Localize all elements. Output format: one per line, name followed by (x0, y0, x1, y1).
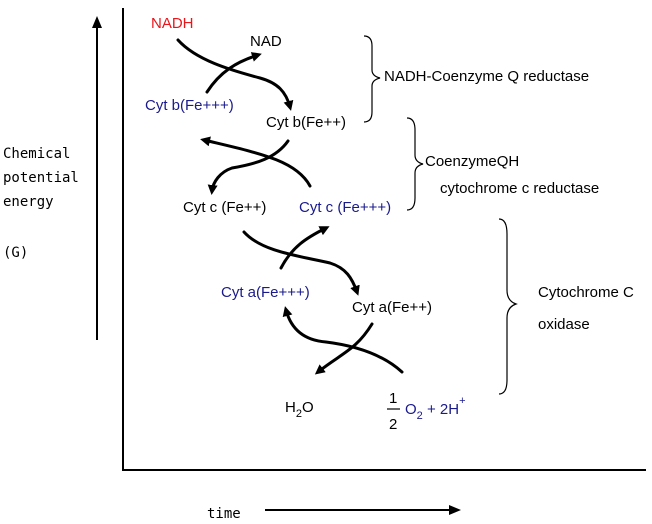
arrow-cytb-to-cytc (207, 139, 290, 195)
brace-complex4 (498, 218, 518, 395)
complex3-label-line1: CoenzymeQH (425, 153, 519, 170)
nad-label: NAD (250, 33, 282, 50)
arrow-oxygen-to-cyta (282, 306, 404, 374)
cyt-b-reduced-label: Cyt b(Fe++) (266, 114, 346, 131)
plot-frame (122, 8, 646, 471)
brace-complex1 (363, 35, 381, 123)
y-axis-unit: (G) (3, 245, 28, 261)
cyt-a-reduced-label: Cyt a(Fe++) (352, 299, 432, 316)
oxygen-formula: O2 + 2H+ (405, 395, 466, 422)
cyt-c-oxidized-label: Cyt c (Fe+++) (299, 199, 391, 216)
y-axis-label-line2: potential (3, 170, 79, 186)
complex1-label: NADH-Coenzyme Q reductase (384, 68, 589, 85)
cyt-c-reduced-label: Cyt c (Fe++) (183, 199, 266, 216)
arrow-cytc-to-cytb (200, 136, 312, 188)
x-axis-label: time (207, 506, 241, 522)
arrow-cytb-to-nad (205, 52, 262, 94)
water-label: H2O (285, 399, 314, 420)
cyt-b-oxidized-label: Cyt b(Fe+++) (145, 97, 234, 114)
y-axis-label-line1: Chemical (3, 146, 70, 162)
arrow-cyta-to-cytc (279, 226, 330, 270)
complex4-label-line2: oxidase (538, 316, 590, 333)
cyt-a-oxidized-label: Cyt a(Fe+++) (221, 284, 310, 301)
oxygen-fraction-denominator: 2 (389, 416, 397, 433)
nadh-label: NADH (151, 15, 194, 32)
brace-complex3 (406, 117, 424, 211)
oxygen-label: 1 2 O2 + 2H+ (387, 390, 466, 433)
complex4-label-line1: Cytochrome C (538, 284, 634, 301)
arrow-nadh-to-cytb (176, 38, 294, 111)
y-axis-label-line3: energy (3, 194, 54, 210)
arrow-cyta-to-water (314, 322, 374, 375)
arrow-cytc-to-cyta (242, 230, 360, 296)
oxygen-fraction-numerator: 1 (389, 390, 397, 407)
complex3-label-line2: cytochrome c reductase (440, 180, 599, 197)
